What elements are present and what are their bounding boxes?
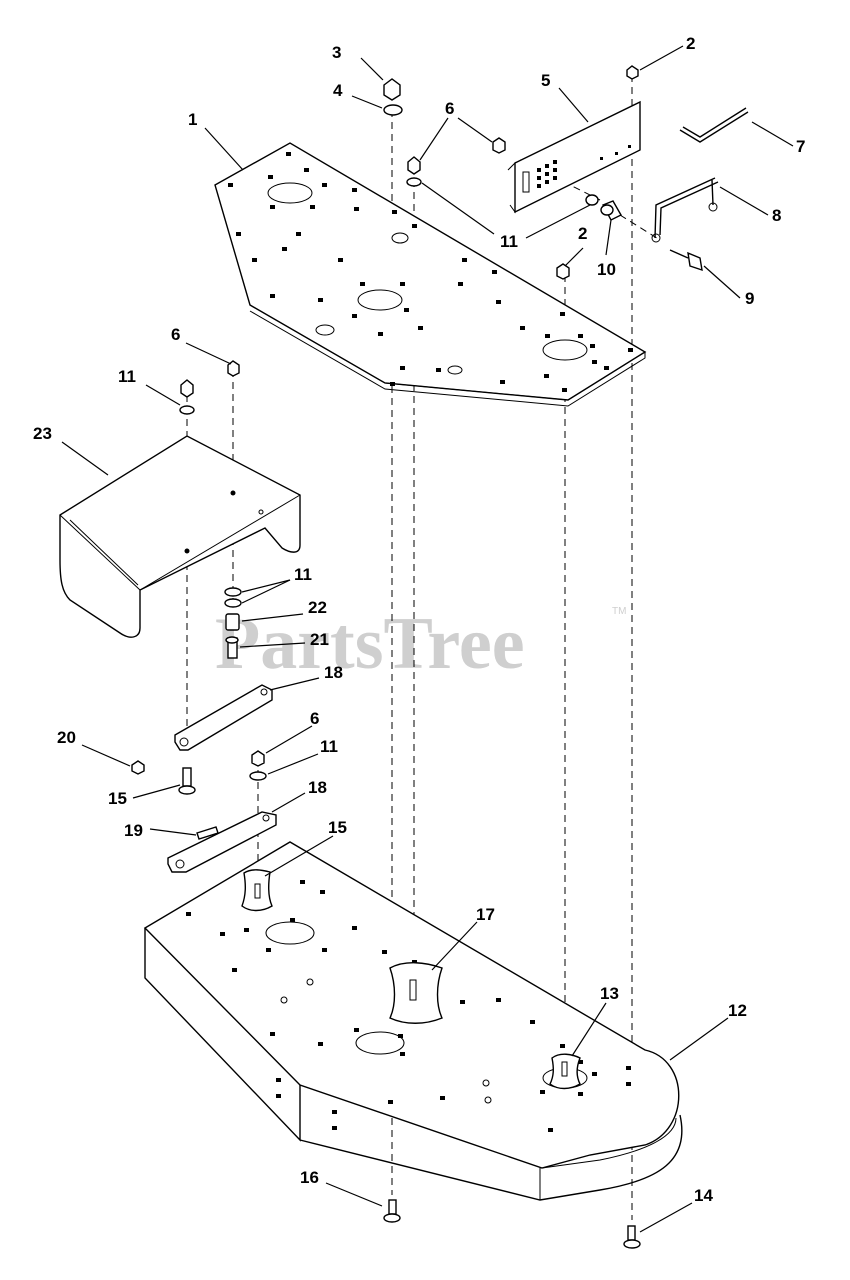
callout-1: 1 xyxy=(188,110,197,129)
callout-8: 8 xyxy=(772,206,781,225)
callout-11-top: 11 xyxy=(500,232,518,251)
upper-plate-part-1 xyxy=(214,142,647,407)
callout-14: 14 xyxy=(694,1186,713,1205)
callout-16: 16 xyxy=(300,1168,319,1187)
callout-18-lower: 18 xyxy=(308,778,327,797)
callout-3: 3 xyxy=(332,43,341,62)
callout-2-top: 2 xyxy=(686,34,695,53)
cover-part-23 xyxy=(59,435,301,638)
callout-11-lower: 11 xyxy=(320,737,338,756)
leader-lines xyxy=(61,45,794,1233)
callout-6-mid: 6 xyxy=(310,709,319,728)
callout-9: 9 xyxy=(745,289,754,308)
callout-2-mid: 2 xyxy=(578,224,587,243)
callout-numbers: 1 2 2 3 4 5 6 6 6 7 8 9 10 11 11 11 11 1… xyxy=(33,34,805,1205)
control-bracket-part-5 xyxy=(507,100,641,214)
watermark-trademark: TM xyxy=(612,606,626,617)
callout-15-upper: 15 xyxy=(108,789,127,808)
callout-15-lower: 15 xyxy=(328,818,347,837)
hardware-parts xyxy=(131,65,749,1249)
callout-4: 4 xyxy=(333,81,343,100)
callout-18-upper: 18 xyxy=(324,663,343,682)
callout-6-left: 6 xyxy=(171,325,180,344)
callout-21: 21 xyxy=(310,630,329,649)
callout-17: 17 xyxy=(476,905,495,924)
callout-12: 12 xyxy=(728,1001,747,1020)
callout-11-left: 11 xyxy=(118,367,136,386)
callout-7: 7 xyxy=(796,137,805,156)
callout-6-top: 6 xyxy=(445,99,454,118)
callout-22: 22 xyxy=(308,598,327,617)
callout-19: 19 xyxy=(124,821,143,840)
callout-13: 13 xyxy=(600,984,619,1003)
callout-23: 23 xyxy=(33,424,52,443)
callout-20: 20 xyxy=(57,728,76,747)
callout-11-mid: 11 xyxy=(294,565,312,584)
callout-5: 5 xyxy=(541,71,550,90)
watermark-text: PartsTree xyxy=(215,603,525,685)
callout-10: 10 xyxy=(597,260,616,279)
